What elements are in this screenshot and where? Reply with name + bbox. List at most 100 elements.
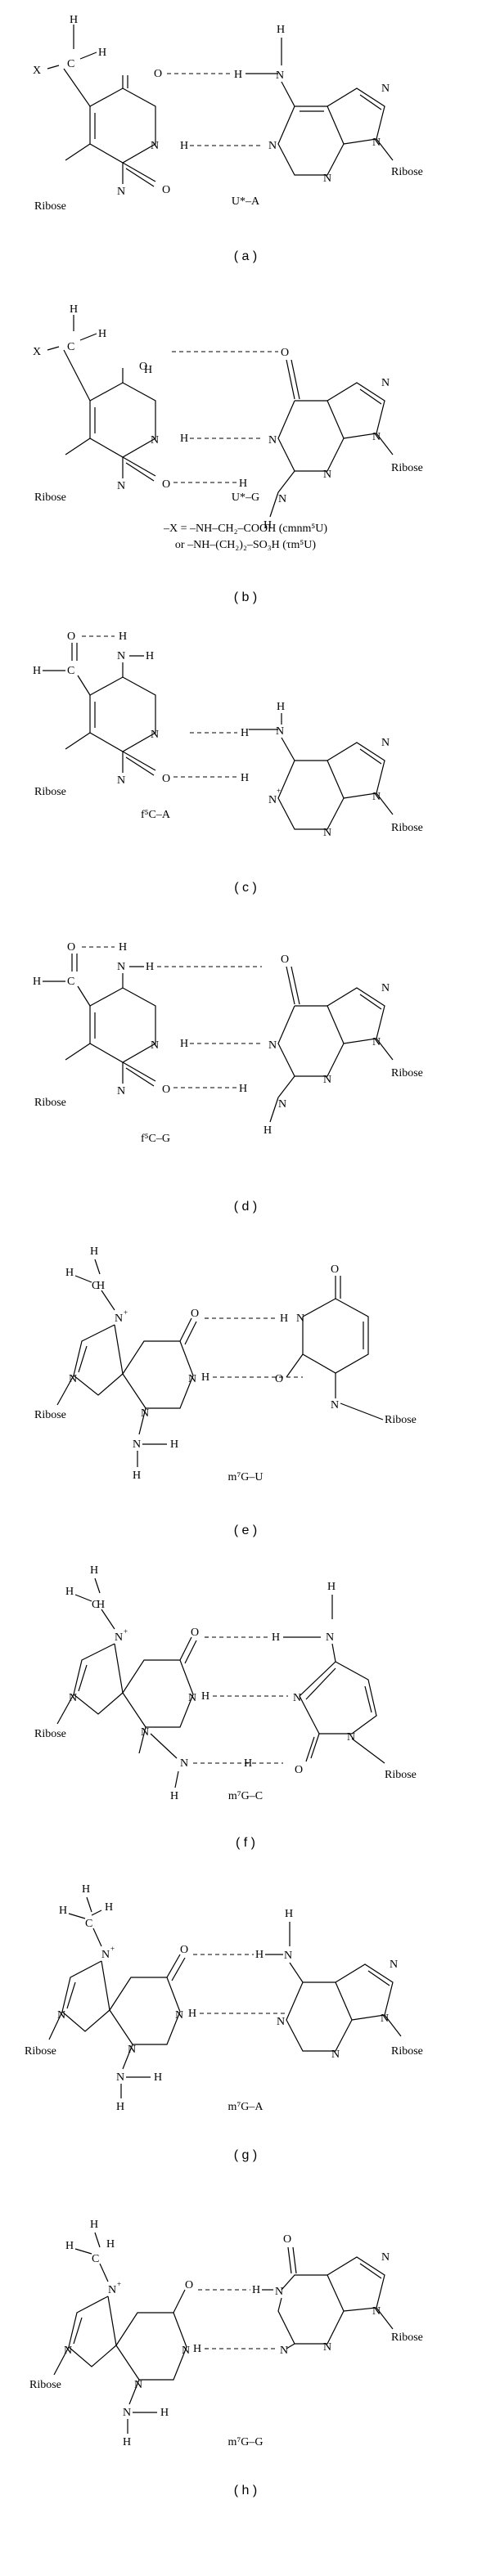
atom-n: N	[331, 2049, 340, 2061]
ribose-label: Ribose	[34, 1728, 66, 1740]
panel-tag: ( c )	[234, 881, 257, 895]
atom-n: N	[134, 2379, 142, 2391]
atom-h: H	[133, 1470, 141, 1482]
atom-o: O	[139, 361, 147, 373]
atom-n: N	[323, 827, 331, 839]
pair-label: m⁷G–U	[228, 1471, 264, 1483]
atom-o: O	[275, 1373, 283, 1385]
atom-n: N	[175, 2009, 183, 2022]
pair-label: m⁷G–G	[228, 2436, 264, 2448]
atom-n: N	[57, 2009, 65, 2022]
atom-h: H	[90, 1245, 98, 1258]
atom-n: N	[390, 1959, 398, 1971]
atom-n: N	[276, 70, 284, 82]
atom-h: H	[90, 1564, 98, 1577]
panel-tag: ( b )	[234, 590, 257, 604]
atom-n: N	[381, 2251, 390, 2264]
atom-n: N	[381, 83, 390, 95]
panel-tag: ( f )	[236, 1836, 255, 1850]
pair-label: m⁷G–A	[228, 2101, 264, 2113]
atom-n: N	[117, 774, 125, 787]
atom-h: H	[82, 1883, 90, 1896]
atom-n: N	[323, 2341, 331, 2354]
panel-e: H H H C N + O N N N N H H Ribose H H	[34, 1245, 417, 1537]
atom-h: H	[33, 665, 41, 677]
ribose-label: Ribose	[25, 2045, 56, 2058]
atom-n: N	[123, 2407, 131, 2419]
ribose-label: Ribose	[391, 2331, 423, 2344]
atom-h: H	[146, 650, 154, 662]
atom-o: O	[191, 1308, 199, 1320]
atom-h: H	[241, 727, 249, 739]
atom-o: O	[295, 1764, 303, 1776]
ribose-label: Ribose	[391, 1067, 423, 1079]
atom-h: H	[33, 976, 41, 988]
atom-c: C	[85, 1918, 92, 1930]
atom-n: N	[180, 1757, 188, 1770]
atom-h: H	[98, 47, 106, 59]
atom-h: H	[272, 1631, 280, 1644]
atom-h: H	[277, 701, 285, 713]
atom-n: N	[128, 2044, 136, 2056]
atom-h: H	[144, 364, 152, 376]
ribose-label: Ribose	[34, 1409, 66, 1421]
atom-c: C	[92, 1599, 99, 1611]
atom-n: N	[268, 794, 277, 806]
atom-c: C	[67, 976, 74, 988]
atom-n: N	[141, 1726, 149, 1739]
atom-n: N	[347, 1731, 355, 1744]
panel-tag: ( e )	[234, 1524, 257, 1537]
charge-plus: +	[117, 2280, 121, 2288]
atom-c: C	[92, 1280, 99, 1292]
atom-n: N	[278, 493, 286, 505]
atom-h: H	[264, 519, 272, 532]
panel-g: H H H C N + O N N N N H H Ribose H H H N	[25, 1883, 423, 2162]
atom-h: H	[180, 433, 188, 445]
atom-n: N	[108, 2284, 116, 2296]
atom-o: O	[191, 1627, 199, 1639]
atom-h: H	[170, 1438, 178, 1451]
atom-h: H	[123, 2436, 131, 2448]
atom-h: H	[280, 1313, 288, 1325]
ribose-label: Ribose	[391, 2045, 423, 2058]
atom-h: H	[70, 14, 78, 26]
atom-n: N	[372, 1036, 381, 1048]
atom-n: N	[381, 982, 390, 994]
atom-o: O	[281, 954, 289, 966]
charge-plus: +	[110, 1945, 115, 1953]
ribose-label: Ribose	[391, 462, 423, 474]
substituent-note: –X = –NH–CH₂–COOH (cmnm⁵U)	[163, 523, 327, 535]
atom-h: H	[285, 1908, 293, 1920]
panel-tag: ( a )	[234, 249, 257, 263]
substituent-x: X	[33, 65, 41, 77]
atom-h: H	[193, 2343, 201, 2355]
atom-h: H	[65, 1267, 74, 1279]
atom-n: N	[151, 1039, 159, 1052]
panel-c: H C O H N H N N O Ribose H H H N N	[33, 631, 423, 895]
atom-n: N	[69, 1373, 77, 1385]
atom-n: N	[133, 1438, 141, 1451]
atom-h: H	[241, 772, 249, 784]
atom-n: N	[323, 173, 331, 185]
substituent-x: X	[33, 346, 41, 358]
pair-label: m⁷G–C	[228, 1790, 263, 1802]
atom-n: N	[117, 650, 125, 662]
atom-h: H	[170, 1790, 178, 1802]
atom-h: H	[201, 1690, 209, 1703]
atom-h: H	[160, 2407, 169, 2419]
panel-f: H H H C N + O N N N N H Ribose H H H H N	[34, 1564, 417, 1850]
atom-n: N	[323, 1074, 331, 1086]
charge-plus: +	[124, 1308, 128, 1317]
atom-h: H	[65, 2240, 74, 2252]
ribose-label: Ribose	[34, 786, 66, 798]
atom-n: N	[372, 2305, 381, 2318]
atom-h: H	[65, 1586, 74, 1598]
atom-n: N	[275, 2286, 283, 2298]
atom-n: N	[115, 1313, 123, 1325]
atom-n: N	[268, 1039, 277, 1052]
atom-o: O	[162, 478, 170, 491]
atom-n: N	[326, 1631, 334, 1644]
atom-n: N	[151, 729, 159, 741]
atom-h: H	[252, 2284, 260, 2296]
